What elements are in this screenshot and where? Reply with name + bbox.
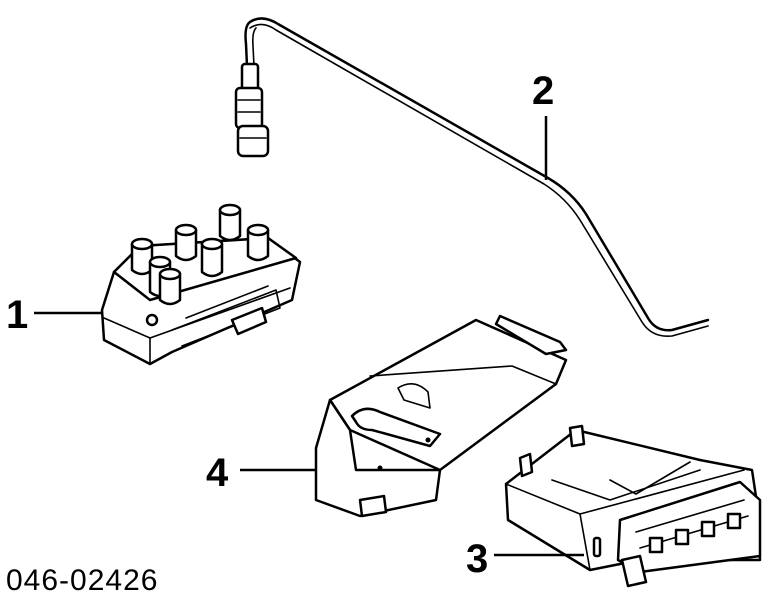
sensor-cable — [234, 17, 710, 338]
callout-2: 2 — [532, 69, 554, 113]
callout-3: 3 — [466, 537, 488, 581]
control-unit — [504, 424, 762, 588]
mounting-bracket — [314, 314, 568, 518]
callout-4: 4 — [206, 451, 229, 495]
ignition-coil-pack — [100, 203, 302, 366]
part-number: 046-02426 — [6, 564, 158, 597]
callout-1: 1 — [6, 293, 28, 337]
coil-towers — [130, 203, 270, 306]
